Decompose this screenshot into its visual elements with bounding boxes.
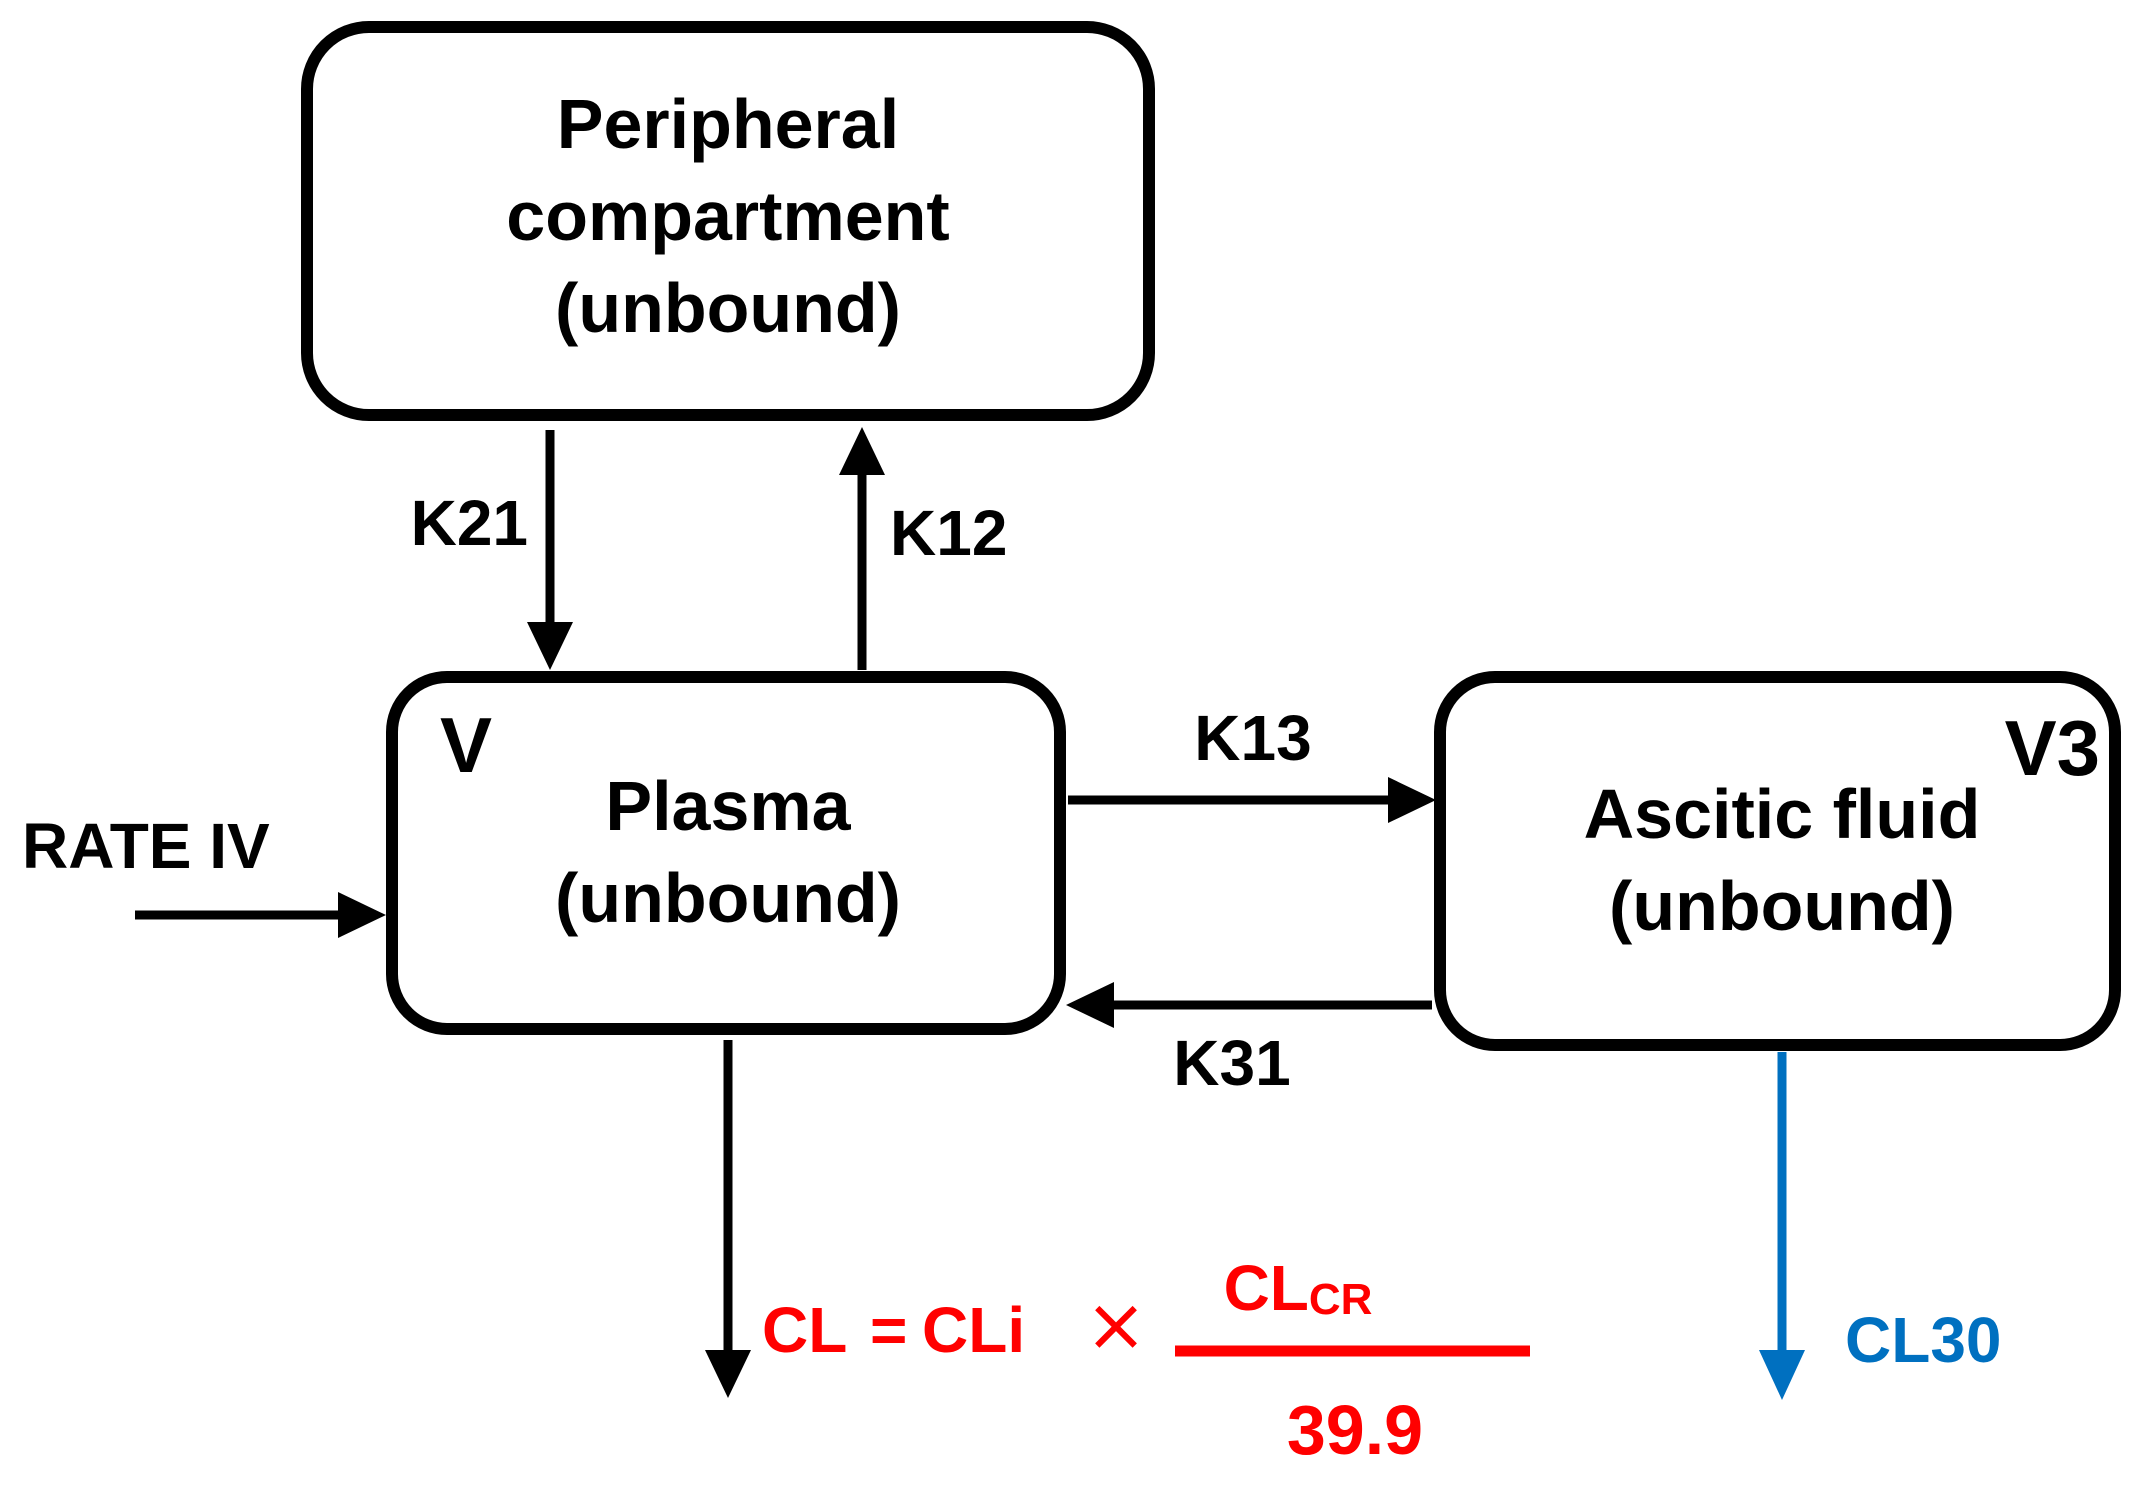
ascitic-volume-label: V3	[2005, 704, 2100, 792]
k21-label: K21	[411, 487, 528, 559]
k31-arrow	[1066, 982, 1432, 1028]
clearance-formula: CL = CLi × CLCR 39.9	[762, 1252, 1530, 1469]
cl30-label: CL30	[1845, 1304, 2002, 1376]
k13-arrow	[1068, 777, 1436, 823]
plasma-compartment-box	[386, 671, 1066, 1035]
peripheral-label-line-1: Peripheral	[557, 85, 899, 163]
ascitic-label-line-1: Ascitic fluid	[1584, 775, 1981, 853]
plasma-label-line-1: Plasma	[605, 767, 851, 845]
peripheral-compartment: Peripheral compartment (unbound)	[301, 21, 1155, 421]
peripheral-compartment-box	[301, 21, 1155, 421]
rate-iv-arrow	[135, 892, 386, 938]
times-sign: ×	[1085, 1282, 1147, 1368]
clcr-main: CL	[1224, 1252, 1309, 1324]
equals-sign: =	[870, 1294, 907, 1366]
denominator-value: 39.9	[1287, 1391, 1423, 1469]
plasma-compartment: V Plasma (unbound)	[386, 671, 1066, 1035]
plasma-elimination-arrow	[705, 1040, 751, 1398]
peripheral-label-line-3: (unbound)	[555, 269, 901, 347]
k21-arrow	[527, 430, 573, 670]
ascitic-compartment-box	[1434, 671, 2121, 1051]
cli-label: CLi	[922, 1294, 1025, 1366]
clcr-numerator: CLCR	[1224, 1252, 1373, 1324]
cl30-arrow	[1759, 1052, 1805, 1400]
clcr-subscript: CR	[1309, 1275, 1373, 1324]
peripheral-label-line-2: compartment	[506, 177, 949, 255]
rate-iv-label: RATE IV	[22, 810, 270, 882]
plasma-label-line-2: (unbound)	[555, 859, 901, 937]
ascitic-compartment: V3 Ascitic fluid (unbound)	[1434, 671, 2121, 1051]
cl-label: CL	[762, 1294, 847, 1366]
k13-label: K13	[1194, 702, 1311, 774]
k12-arrow	[839, 427, 885, 670]
k31-label: K31	[1173, 1027, 1290, 1099]
plasma-volume-label: V	[440, 701, 492, 789]
k12-label: K12	[890, 497, 1007, 569]
ascitic-label-line-2: (unbound)	[1609, 867, 1955, 945]
